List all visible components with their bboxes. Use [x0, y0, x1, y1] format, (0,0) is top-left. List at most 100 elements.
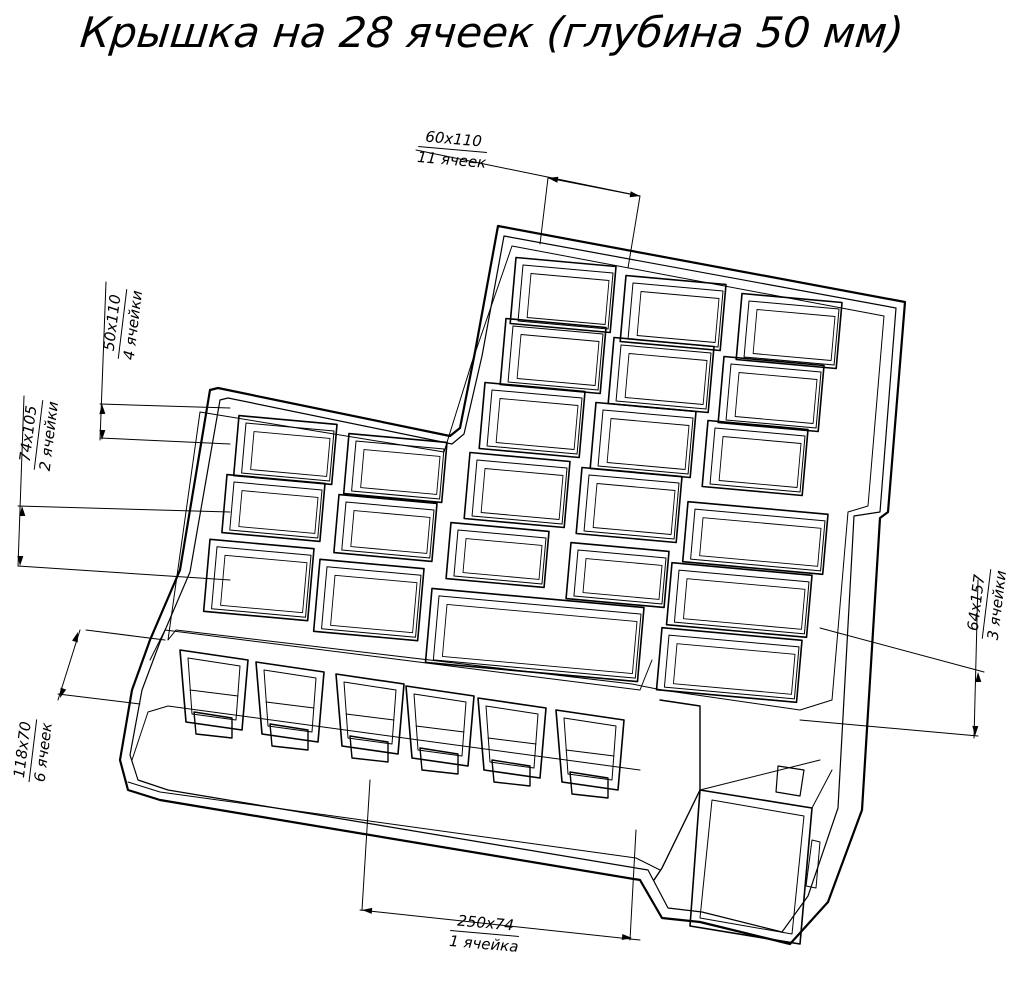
- dimension-line: [99, 403, 231, 409]
- pocket-outer-edge: [555, 709, 625, 791]
- cell-inner-edge: [615, 344, 712, 410]
- tray-cell-field-rim: [167, 245, 885, 711]
- cell-floor-edge: [636, 291, 720, 343]
- pocket-wall-line: [415, 725, 465, 733]
- cell-inner-edge: [321, 566, 422, 638]
- cell-floor-edge: [350, 510, 431, 554]
- dimension-arrowhead: [975, 672, 982, 683]
- clip-side-slot: [805, 839, 821, 889]
- cell-inner-edge: [229, 481, 323, 539]
- cell-64x157-3: [655, 626, 803, 704]
- pocket-inner-edge: [343, 681, 397, 745]
- dimension-line: [99, 437, 231, 445]
- dimension-line: [973, 579, 979, 739]
- pocket-bottom: [193, 711, 233, 739]
- pocket-bottom: [491, 759, 531, 787]
- cell-floor-edge: [220, 554, 308, 614]
- cell-outer-edge: [681, 500, 829, 576]
- cell-60x110-6: [717, 355, 825, 433]
- cell-middle-split-2: [565, 541, 670, 609]
- cell-floor-edge: [718, 436, 802, 488]
- front-ledge-line: [127, 781, 661, 871]
- cell-outer-edge: [478, 381, 586, 459]
- dimension-line: [819, 627, 985, 673]
- dimension-line: [85, 629, 166, 641]
- pocket-inner-edge: [263, 669, 317, 733]
- cell-floor-edge: [441, 604, 638, 674]
- pocket-bottom: [349, 735, 389, 763]
- cell-floor-edge: [699, 517, 822, 567]
- cell-60x110-7: [478, 381, 586, 459]
- tray-outer-rim: [118, 224, 907, 946]
- dimension-line: [799, 719, 979, 737]
- cell-64x157-2: [665, 561, 813, 639]
- cell-inner-edge: [453, 529, 547, 585]
- cell-floor-edge: [462, 538, 543, 580]
- pocket-inner-edge: [187, 657, 241, 721]
- cell-outer-edge: [735, 292, 843, 370]
- clip-box: [689, 789, 813, 945]
- cell-inner-edge: [583, 474, 680, 540]
- cell-outer-edge: [499, 317, 607, 395]
- cell-floor-edge: [238, 490, 319, 534]
- cell-250x74: [424, 587, 645, 683]
- cell-floor-edge: [734, 372, 818, 424]
- cell-middle-split-1: [445, 521, 550, 589]
- front-ledge-line: [131, 705, 641, 771]
- cell-inner-edge: [341, 501, 435, 559]
- dimension-arrowhead: [99, 429, 106, 440]
- cell-inner-edge: [507, 325, 604, 391]
- cell-outer-edge: [607, 336, 715, 414]
- cell-outer-edge: [312, 558, 425, 642]
- cell-outer-edge: [445, 521, 550, 589]
- cell-outer-edge: [589, 401, 697, 479]
- pocket-wall-line: [189, 689, 239, 697]
- cell-64x157-1: [681, 500, 829, 576]
- pocket-inner-edge: [563, 717, 617, 781]
- pocket-bottom: [569, 771, 609, 799]
- cell-118x70-1: [179, 649, 249, 739]
- cell-inner-edge: [597, 409, 694, 475]
- dimension-label-118x70: 118x70 6 ячеек: [10, 717, 56, 785]
- cell-inner-edge: [241, 422, 335, 482]
- cell-outer-edge: [701, 419, 809, 497]
- cell-inner-edge: [351, 440, 445, 500]
- cell-inner-edge: [471, 459, 568, 525]
- cell-floor-edge: [360, 449, 441, 495]
- cell-60x110-11: [575, 466, 683, 544]
- cell-outer-edge: [221, 473, 326, 543]
- clip-side: [653, 699, 701, 881]
- cell-outer-edge: [619, 274, 727, 352]
- cell-outer-edge: [463, 451, 571, 529]
- cell-inner-edge: [663, 634, 800, 700]
- cell-outer-edge: [655, 626, 803, 704]
- dimension-line: [627, 195, 641, 269]
- cell-floor-edge: [624, 353, 708, 405]
- cell-floor-edge: [480, 468, 564, 520]
- dimension-label-64x157: 64x157 3 ячейки: [964, 567, 1010, 641]
- pocket-outer-edge: [405, 685, 475, 767]
- cell-60x110-4: [499, 317, 607, 395]
- pocket-outer-edge: [179, 649, 249, 731]
- cell-outer-edge: [424, 587, 645, 683]
- cell-118x70-3: [335, 673, 405, 763]
- cell-floor-edge: [752, 309, 836, 361]
- cell-inner-edge: [517, 264, 614, 330]
- dimension-line: [17, 505, 231, 513]
- dimension-line: [17, 395, 25, 567]
- cell-74x105-1: [202, 538, 315, 622]
- cell-118x70-4: [405, 685, 475, 775]
- cell-60x110-10: [463, 451, 571, 529]
- cell-grid: [202, 256, 843, 704]
- cell-inner-edge: [627, 282, 724, 348]
- dimension-arrowhead: [17, 555, 24, 566]
- cell-60x110-1: [509, 256, 617, 334]
- cell-outer-edge: [575, 466, 683, 544]
- pocket-inner-edge: [413, 693, 467, 757]
- clip-box-inner: [699, 799, 805, 935]
- dimension-line: [629, 829, 637, 941]
- dimension-line: [17, 565, 231, 581]
- cell-50x110-1: [232, 414, 338, 486]
- dimension-arrowhead: [19, 506, 26, 517]
